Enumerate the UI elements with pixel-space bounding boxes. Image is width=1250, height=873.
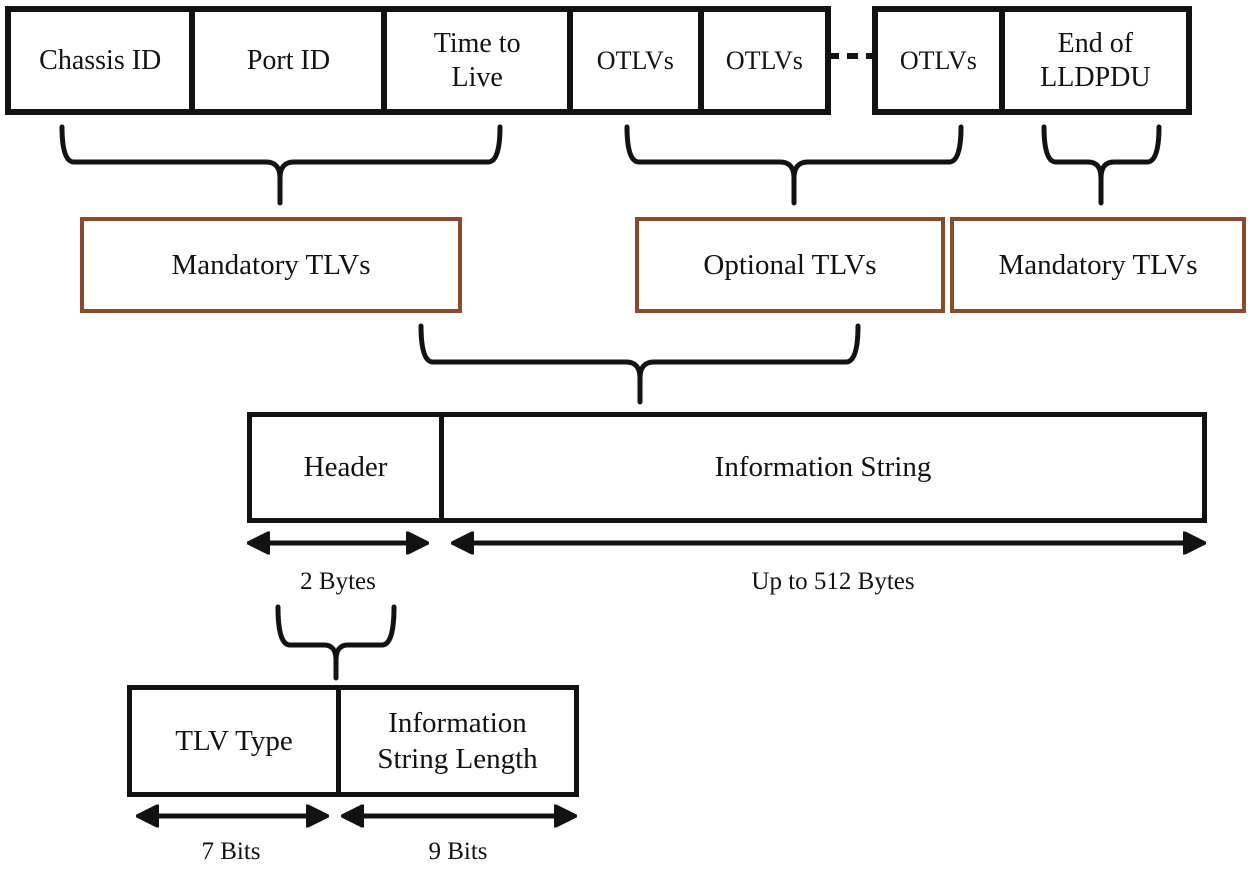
frame-field-otlv-3: OTLVs <box>878 12 1005 109</box>
frame-field-otlv-2: OTLVs <box>704 12 825 109</box>
frame-field-label: OTLVs <box>899 45 977 75</box>
information-string-length-cell: Information String Length <box>341 690 574 792</box>
group-label: Mandatory TLVs <box>171 248 371 281</box>
size-label-7-bits: 7 Bits <box>201 838 261 865</box>
frame-field-chassis-id: Chassis ID <box>11 12 196 109</box>
group-box-mandatory-tlvs-right: Mandatory TLVs <box>950 217 1246 313</box>
group-label: Optional TLVs <box>703 248 877 281</box>
frame-field-label: Port ID <box>246 44 331 76</box>
brace-mandatory-left <box>59 124 503 206</box>
size-label-up-to-512-bytes: Up to 512 Bytes <box>751 568 915 595</box>
frame-field-label: End of LLDPDU <box>1040 27 1151 93</box>
frame-field-port-id: Port ID <box>195 12 388 109</box>
tlv-format-box: Header Information String <box>247 412 1207 523</box>
size-label-9-bits: 9 Bits <box>428 838 488 865</box>
frame-field-end-of-lldpdu: End of LLDPDU <box>1005 12 1186 109</box>
frame-field-label: Chassis ID <box>39 44 162 76</box>
cell-label: Information String <box>714 451 932 484</box>
tlv-header-cell: Header <box>252 417 445 518</box>
brace-mandatory-right <box>1041 124 1162 206</box>
cell-label: TLV Type <box>175 724 293 757</box>
group-box-mandatory-tlvs-left: Mandatory TLVs <box>80 217 462 313</box>
group-label: Mandatory TLVs <box>998 248 1198 281</box>
cell-label: Information String Length <box>377 706 538 775</box>
cell-label: Header <box>303 451 388 484</box>
lldpdu-frame-strip-right: OTLVs End of LLDPDU <box>872 6 1192 115</box>
frame-field-label: Time to Live <box>433 27 521 93</box>
brace-optional <box>624 124 964 206</box>
tlv-type-cell: TLV Type <box>132 690 341 792</box>
size-label-2-bytes: 2 Bytes <box>300 568 376 595</box>
header-format-box: TLV Type Information String Length <box>127 685 579 797</box>
frame-field-label: OTLVs <box>725 45 803 75</box>
group-box-optional-tlvs: Optional TLVs <box>635 217 945 313</box>
frame-field-otlv-1: OTLVs <box>573 12 704 109</box>
frame-field-label: OTLVs <box>596 45 674 75</box>
brace-header-format <box>275 604 397 681</box>
brace-tlv-format <box>418 323 861 405</box>
tlv-information-string-cell: Information String <box>444 417 1202 518</box>
frame-field-time-to-live: Time to Live <box>387 12 573 109</box>
lldpdu-frame-strip-left: Chassis ID Port ID Time to Live OTLVs OT… <box>5 6 831 115</box>
